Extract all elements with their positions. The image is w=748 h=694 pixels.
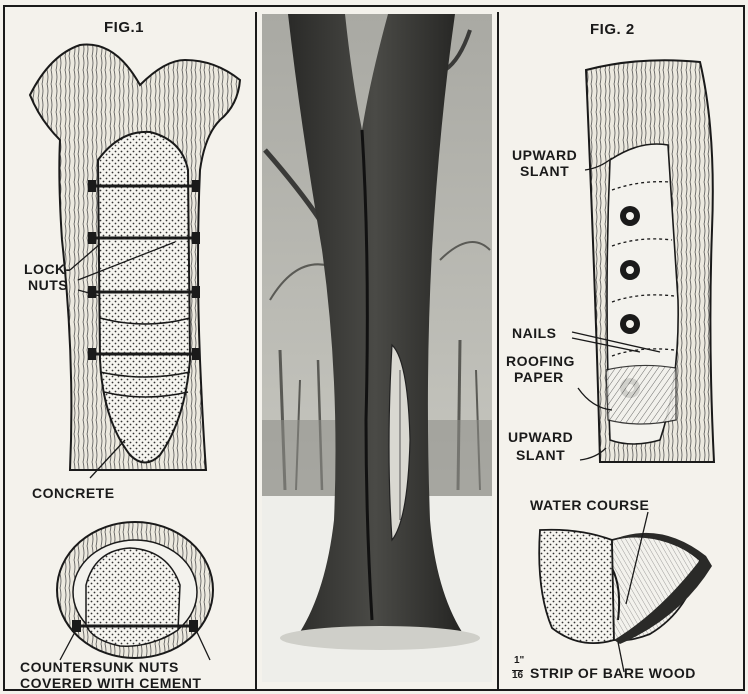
label-concrete: CONCRETE (32, 486, 115, 501)
wedge-concrete (539, 530, 614, 643)
label-water-course: WATER COURSE (530, 498, 649, 513)
label-strip-fraction-den: 16 (512, 670, 523, 681)
cross-section-concrete (86, 548, 180, 646)
label-roofing-line1: ROOFING (506, 354, 575, 369)
fig2-roofing-paper (606, 365, 676, 424)
label-countersunk-line1: COUNTERSUNK NUTS (20, 660, 179, 675)
label-lock-nuts-line1: LOCK- (24, 262, 71, 277)
fig2-wedge-section (539, 512, 712, 672)
fig2-title: FIG. 2 (590, 22, 635, 37)
label-upward-slant-bottom-line2: SLANT (516, 448, 565, 463)
photo-trunk-shadow (280, 626, 480, 650)
label-upward-slant-bottom-line1: UPWARD (508, 430, 573, 445)
tree-photo (262, 14, 492, 682)
fig1-concrete-fill (98, 132, 190, 463)
label-countersunk-line2: COVERED WITH CEMENT (20, 676, 201, 691)
label-upward-slant-top-line1: UPWARD (512, 148, 577, 163)
label-strip-fraction-num: 1" (514, 656, 524, 666)
label-lock-nuts-line2: NUTS (28, 278, 68, 293)
label-upward-slant-top-line2: SLANT (520, 164, 569, 179)
label-strip-bare-wood: STRIP OF BARE WOOD (530, 666, 696, 681)
cross-section-nut-left (72, 620, 81, 632)
fig1-cross-section (57, 522, 213, 660)
fig1-title: FIG.1 (104, 20, 144, 35)
fig2-tree-drawing (572, 60, 714, 462)
label-roofing-line2: PAPER (514, 370, 564, 385)
label-nails: NAILS (512, 326, 557, 341)
